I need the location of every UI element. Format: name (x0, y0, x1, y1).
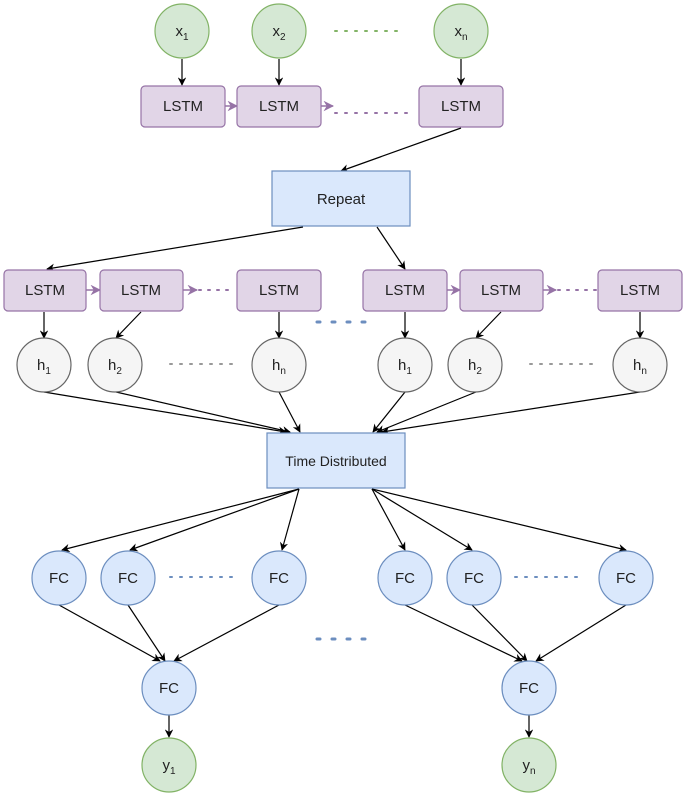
decoder-lstm-cell: LSTM (99, 269, 184, 312)
lstm-label: LSTM (259, 282, 299, 299)
fc-label: FC (269, 570, 289, 587)
encoder-lstm-cell: LSTM (418, 85, 504, 128)
decoder-lstm-row: LSTM LSTM LSTM LSTM LSTM LSTM (3, 269, 683, 312)
edges (39, 59, 645, 738)
edge-td-fc4 (371, 488, 406, 551)
hidden-label: hn (272, 357, 286, 377)
lstm-label: LSTM (385, 282, 425, 299)
lstm-label: LSTM (25, 282, 65, 299)
input-node: xn (433, 3, 489, 59)
fc-label: FC (616, 570, 636, 587)
fc-output-node: FC (141, 660, 197, 716)
decoder-lstm-cell: LSTM (3, 269, 87, 312)
output-nodes: y1 yn (141, 737, 557, 793)
fc-label: FC (519, 680, 539, 697)
fc-node: FC (31, 550, 87, 606)
time-distributed-label: Time Distributed (285, 453, 386, 469)
hidden-node: hn (612, 337, 668, 393)
hidden-node: h2 (87, 337, 143, 393)
edge-repeat-left-decoder (46, 226, 304, 272)
edge-h2r-td (376, 391, 477, 434)
edge-td-fc6 (371, 488, 627, 553)
output-node: y1 (141, 737, 197, 793)
hidden-nodes: h1 h2 hn h1 h2 hn (16, 337, 668, 393)
fc-node: FC (100, 550, 156, 606)
hidden-label: h2 (468, 357, 482, 377)
edge-h1l-td (43, 391, 287, 435)
input-label: x2 (272, 23, 286, 43)
lstm-label: LSTM (620, 282, 660, 299)
fc-output-node: FC (501, 660, 557, 716)
edge-repeat-right-decoder (376, 226, 406, 270)
edge-fc1-fcout-left (58, 604, 161, 662)
input-nodes: x1 x2 xn (154, 3, 489, 59)
edge-fc5-fcout-right (471, 604, 528, 662)
edge-lstm-repeat (340, 127, 462, 173)
hidden-node: h1 (16, 337, 72, 393)
output-label: y1 (162, 757, 176, 777)
decoder-lstm-cell: LSTM (459, 269, 544, 312)
fc-node: FC (251, 550, 307, 606)
fc-label: FC (49, 570, 69, 587)
edge-fc6-fcout-right (535, 604, 627, 662)
hidden-label: h1 (37, 357, 51, 377)
input-node: x1 (154, 3, 210, 59)
ellipsis-dots (169, 30, 601, 641)
encoder-lstm-row: LSTM LSTM LSTM (140, 85, 504, 128)
output-node: yn (501, 737, 557, 793)
edge-fc2-fcout-left (127, 604, 166, 662)
fc-label: FC (395, 570, 415, 587)
fc-node: FC (377, 550, 433, 606)
edge-lstm-h2-left (115, 311, 142, 339)
repeat-block: Repeat (271, 170, 411, 227)
edge-h2l-td (115, 391, 291, 435)
fc-label: FC (118, 570, 138, 587)
encoder-lstm-cell: LSTM (140, 85, 226, 128)
fc-label: FC (464, 570, 484, 587)
fc-node: FC (446, 550, 502, 606)
hidden-node: h2 (447, 337, 503, 393)
edge-td-fc2 (129, 488, 300, 552)
time-distributed-block: Time Distributed (266, 432, 406, 489)
decoder-lstm-cell: LSTM (597, 269, 683, 312)
hidden-node: hn (251, 337, 307, 393)
edge-hnl-td (278, 391, 301, 433)
hidden-node: h1 (377, 337, 433, 393)
fc-nodes: FC FC FC FC FC FC FC FC (31, 550, 654, 716)
edge-hnr-td (381, 391, 641, 435)
fc-node: FC (598, 550, 654, 606)
lstm-label: LSTM (259, 98, 299, 115)
decoder-lstm-cell: LSTM (362, 269, 448, 312)
hidden-label: hn (633, 357, 647, 377)
fc-label: FC (159, 680, 179, 697)
edge-fc4-fcout-right (404, 604, 523, 662)
hidden-label: h2 (108, 357, 122, 377)
lstm-label: LSTM (481, 282, 521, 299)
edge-fc3-fcout-left (173, 604, 280, 662)
repeat-label: Repeat (317, 191, 366, 208)
input-node: x2 (251, 3, 307, 59)
edge-td-fc1 (61, 488, 300, 553)
edge-h1r-td (372, 391, 406, 433)
input-label: x1 (175, 23, 189, 43)
edge-td-fc5 (371, 488, 473, 551)
output-label: yn (522, 757, 535, 777)
encoder-lstm-cell: LSTM (236, 85, 322, 128)
input-label: xn (454, 23, 467, 43)
recurrent-arrows (86, 100, 558, 296)
lstm-label: LSTM (121, 282, 161, 299)
lstm-label: LSTM (441, 98, 481, 115)
hidden-label: h1 (398, 357, 412, 377)
edge-lstm-h2-right (475, 311, 502, 339)
lstm-label: LSTM (163, 98, 203, 115)
edge-td-fc3 (279, 488, 300, 551)
decoder-lstm-cell: LSTM (236, 269, 322, 312)
